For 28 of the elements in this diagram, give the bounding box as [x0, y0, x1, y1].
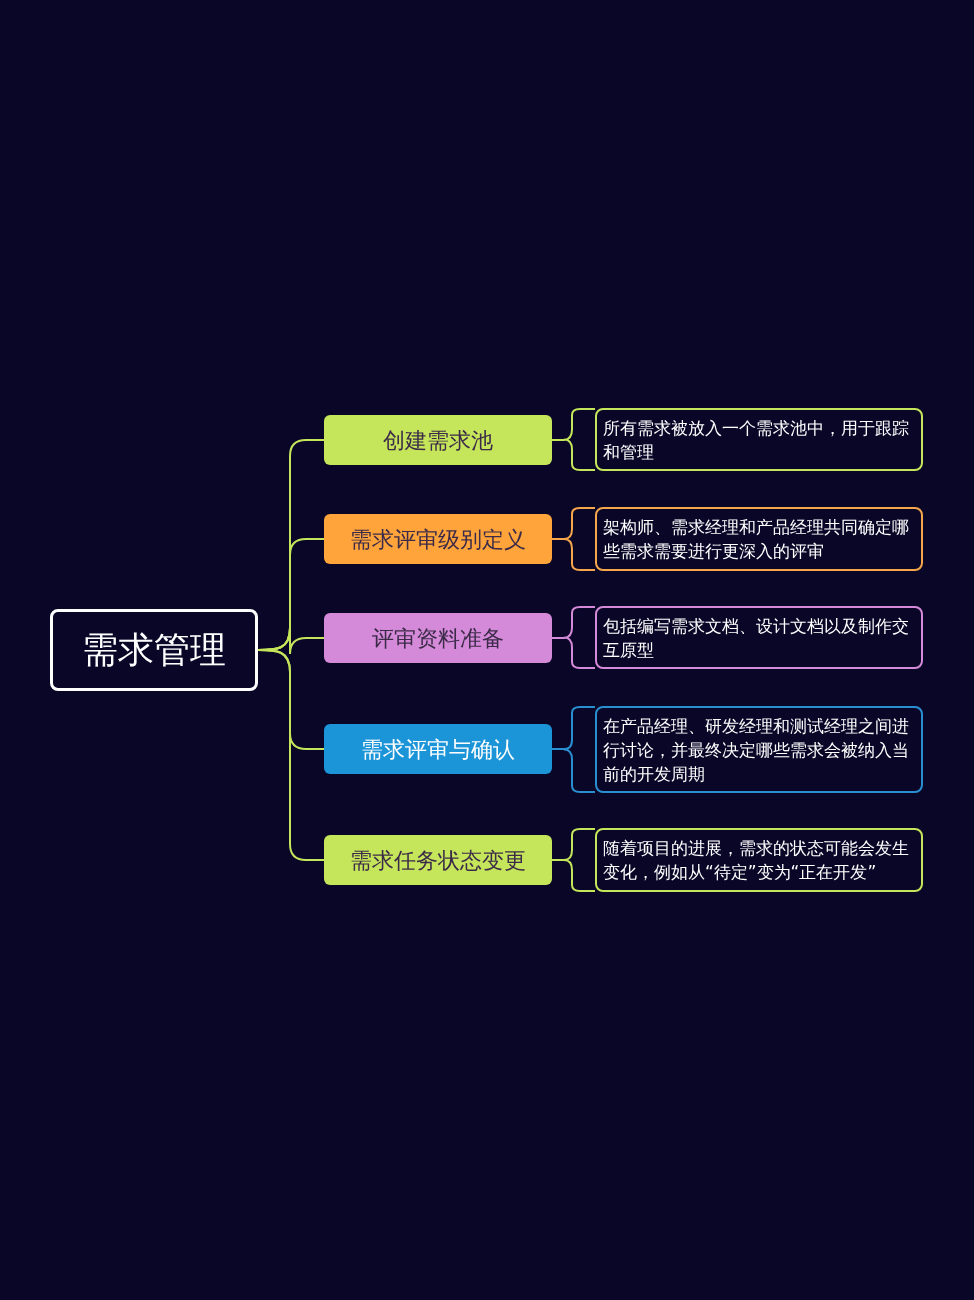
- brace-connector: [551, 507, 596, 571]
- description-box: [595, 606, 923, 669]
- description-box: [595, 706, 923, 793]
- topic-text: 评审资料准备: [372, 624, 504, 653]
- brace-connector: [551, 828, 596, 892]
- topic-box: [324, 514, 552, 564]
- topic-box: [324, 835, 552, 885]
- topic-box: [324, 415, 552, 465]
- topic-text: 需求评审级别定义: [350, 525, 526, 554]
- brace-connector: [551, 606, 596, 669]
- description-text: 架构师、需求经理和产品经理共同确定哪些需求需要进行更深入的评审: [603, 516, 910, 563]
- topic-text: 需求评审与确认: [361, 735, 515, 764]
- description-box: [595, 507, 923, 571]
- description-text: 随着项目的进展，需求的状态可能会发生变化，例如从“待定”变为“正在开发”: [603, 837, 910, 884]
- description-text: 包括编写需求文档、设计文档以及制作交互原型: [603, 614, 910, 662]
- topic-text: 创建需求池: [383, 426, 493, 455]
- description-text: 在产品经理、研发经理和测试经理之间进行讨论，并最终决定哪些需求会被纳入当前的开发周期: [603, 714, 910, 786]
- brace-connector: [551, 408, 596, 471]
- description-box: [595, 828, 923, 892]
- topic-text: 需求任务状态变更: [350, 846, 526, 875]
- description-text: 所有需求被放入一个需求池中，用于跟踪和管理: [603, 416, 910, 464]
- root-topic-box: [50, 609, 258, 691]
- topic-box: [324, 613, 552, 663]
- brace-connector: [551, 706, 596, 793]
- brace-connector: [257, 649, 325, 861]
- description-box: [595, 408, 923, 471]
- topic-text: 需求管理: [82, 628, 226, 672]
- topic-box: [324, 724, 552, 774]
